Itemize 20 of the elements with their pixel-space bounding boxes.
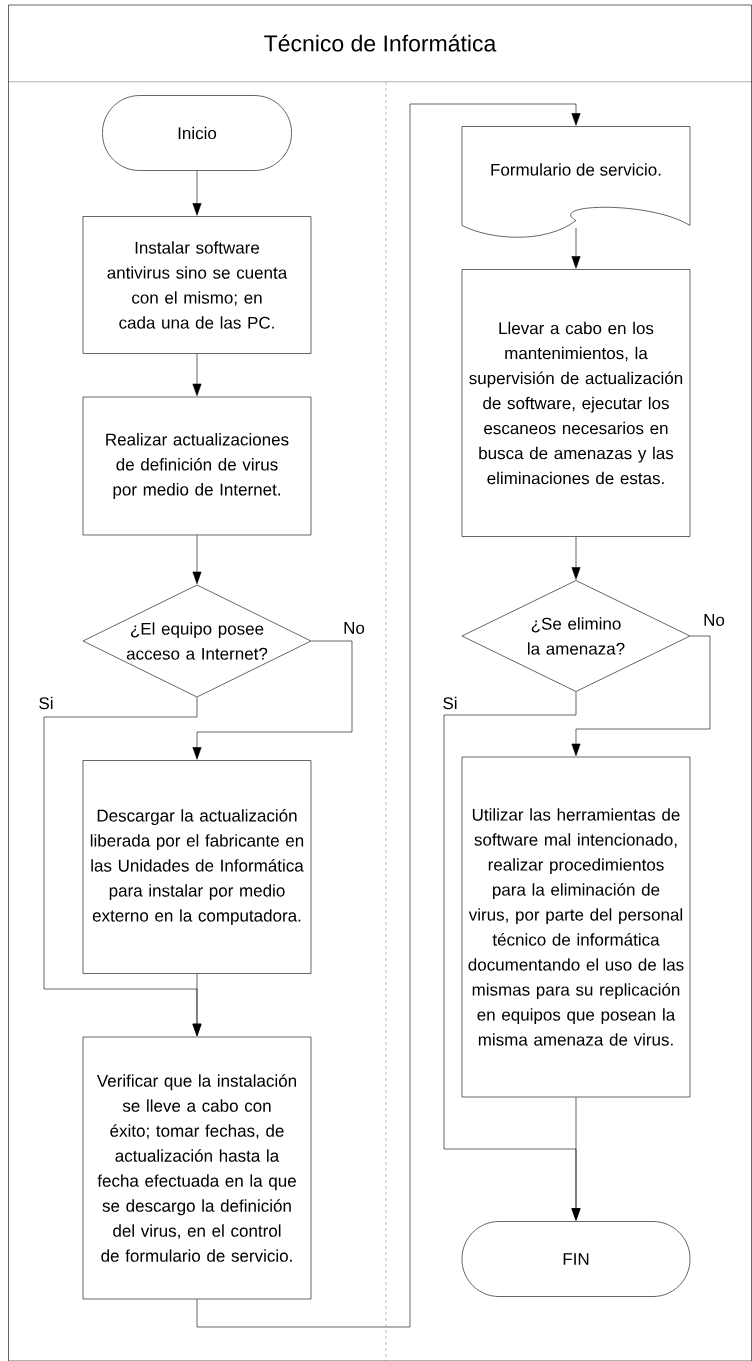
process-box: Realizar actualizaciones de definición de virus por medio de Internet. (82, 396, 312, 536)
process-box: Utilizar las herramientas de software mal intencionado, realizar procedimientos para la eliminación de virus, por parte del personal técnico de informática documentando el uso de las mismas para su replicación en equipos que posean la misma amenaza de virus. (461, 756, 691, 1098)
arrow (192, 640, 353, 760)
process-box: Descargar la actualización liberada por el fabricante en las Unidades de Informática para instalar por medio externo en la computadora. (82, 760, 312, 974)
arrow (196, 103, 581, 1328)
edge-label: No (342, 621, 366, 635)
process-box: Verificar que la instalación se lleve a cabo con éxito; tomar fechas, de actualización hasta la fecha efectuada en la que se descargo la definición del virus, en el control de formulario de servicio. (82, 1036, 312, 1300)
arrow (571, 1097, 581, 1221)
process-box: Llevar a cabo en los mantenimientos, la supervisión de actualización de software, ejecutar los escaneos necesarios en busca de amenazas y las eliminaciones de estas. (461, 269, 691, 537)
arrow (571, 635, 711, 757)
process-box: Instalar software antivirus sino se cuenta con el mismo; en cada una de las PC. (82, 216, 312, 354)
arrow (571, 536, 581, 580)
arrow (192, 973, 202, 1037)
arrow (192, 170, 202, 216)
edge-label: No (702, 613, 726, 627)
edge-label: Si (37, 695, 55, 711)
edge-label: Si (441, 695, 459, 711)
arrow (571, 227, 581, 269)
arrow (192, 535, 202, 585)
arrow (192, 353, 202, 397)
